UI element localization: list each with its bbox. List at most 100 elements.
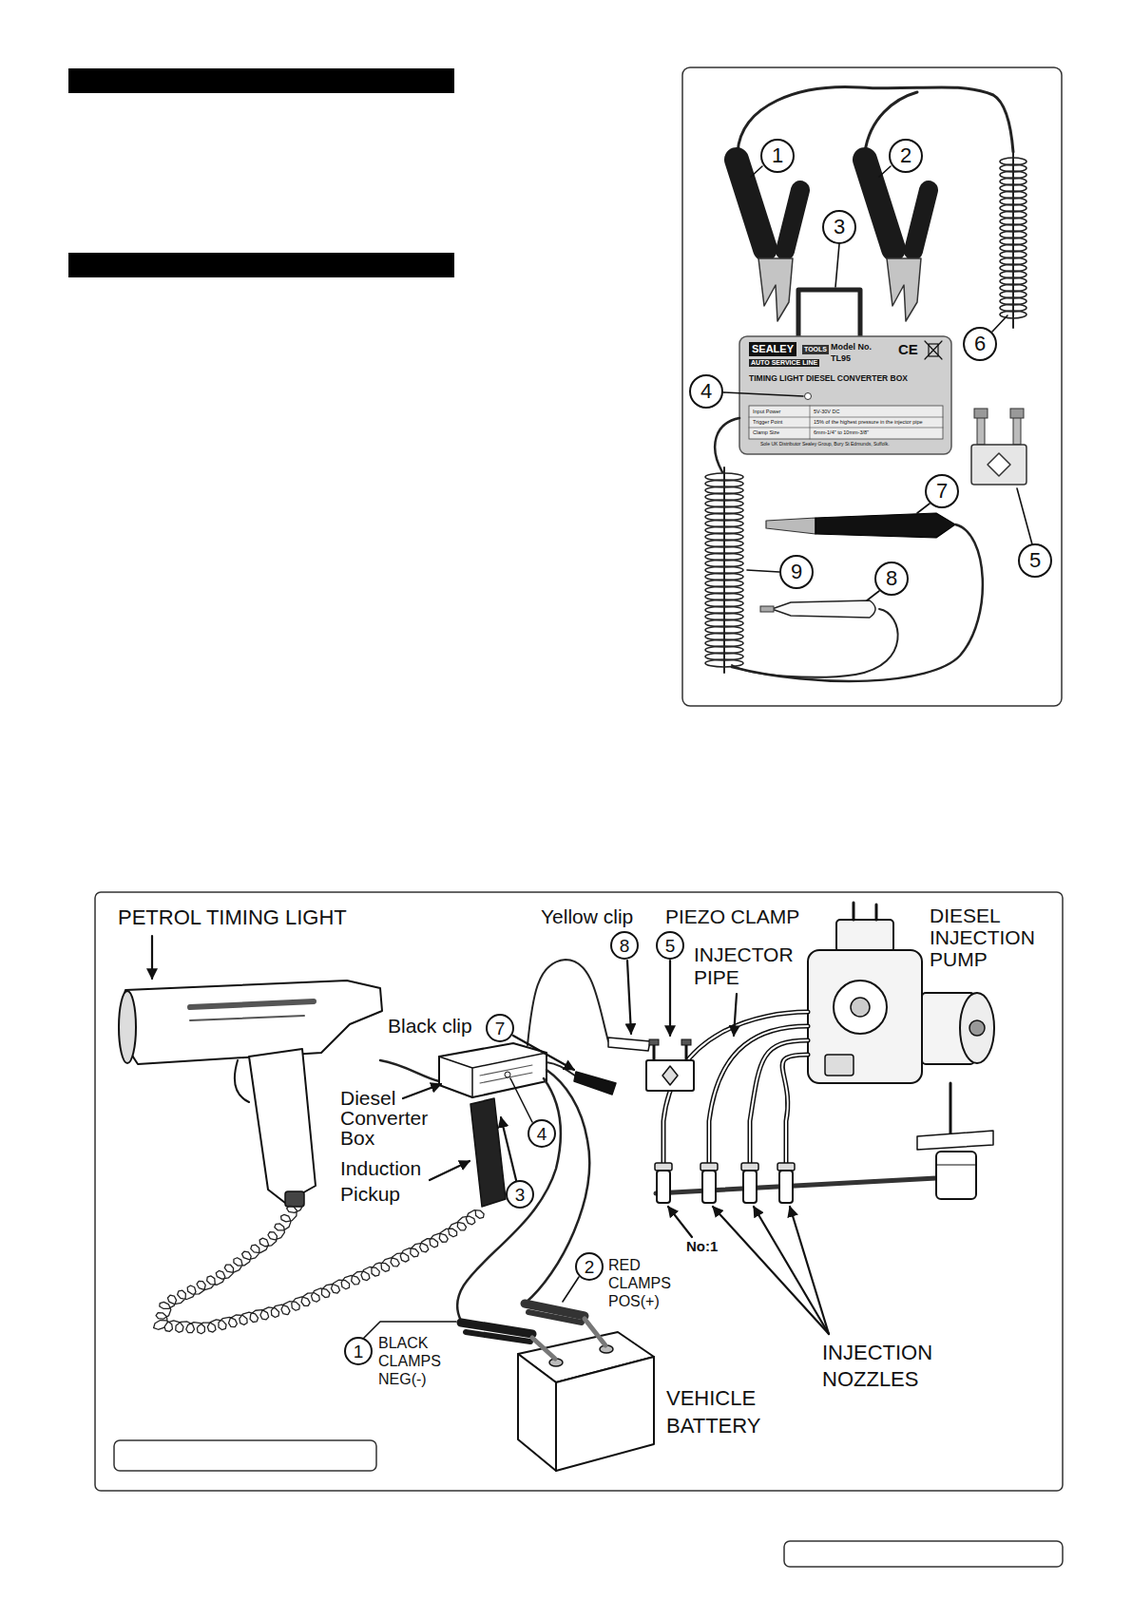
callout-text: 5 [665, 937, 676, 956]
product-name: TIMING LIGHT DIESEL CONVERTER BOX [748, 374, 908, 384]
signal-wire [731, 524, 983, 682]
callout-text: 5 [1029, 550, 1041, 572]
wire-coil [705, 659, 744, 668]
timing-light-lens [118, 991, 136, 1064]
injection-nozzle [656, 1170, 671, 1204]
callout-number: 2 [888, 138, 923, 173]
signal-wire [714, 418, 740, 473]
spec-table [748, 405, 943, 440]
clamp-handle [913, 190, 929, 251]
leader-arrow [500, 1117, 517, 1181]
box-print [479, 1073, 533, 1084]
nozzle-cap [700, 1163, 718, 1171]
callout-number: 2 [575, 1252, 604, 1282]
filter-bracket [917, 1131, 994, 1151]
coiled-cord [153, 1205, 485, 1335]
injector-pipe [782, 1055, 808, 1168]
clamp-handle [864, 159, 894, 250]
leader-line [750, 166, 763, 177]
timing-light-body [120, 980, 383, 1065]
battery-clamp-jaw [584, 1319, 606, 1346]
box-edge [439, 1053, 547, 1098]
leader-line [510, 1078, 533, 1123]
nozzle-number: No:1 [686, 1238, 718, 1255]
brand-logo: SEALEY [748, 342, 797, 357]
yellow-clip [608, 1037, 651, 1052]
callout-number: 8 [874, 561, 909, 596]
callout-text: 2 [584, 1258, 595, 1277]
callout-number: 7 [485, 1014, 515, 1043]
pump-detail [825, 1055, 854, 1076]
pump-stud [875, 904, 879, 921]
clamp-handle [736, 159, 766, 250]
empty-caption-box [114, 1440, 377, 1472]
clamp-jaw [758, 258, 793, 322]
wire-coil [999, 310, 1027, 319]
led-indicator [504, 1072, 511, 1078]
battery-clamp-handle [528, 1312, 582, 1324]
leader-line [866, 591, 880, 601]
induction-pickup [470, 1098, 506, 1208]
part-label: Yellow clip [540, 905, 634, 929]
model-label: Model No. [830, 342, 872, 352]
piezo-clamp [971, 444, 1027, 485]
yellow-clip [771, 600, 876, 618]
bolt-head [681, 1039, 691, 1046]
yellow-clip-wire [527, 959, 609, 1046]
heading-bar [68, 252, 455, 278]
leader-line [879, 166, 891, 177]
battery-clamp-jaw [532, 1338, 556, 1360]
callout-text: 1 [353, 1343, 365, 1362]
signal-wire [731, 609, 899, 678]
table-rule [748, 427, 943, 429]
callout-text: 2 [900, 145, 912, 167]
callout-text: 4 [700, 381, 712, 403]
part-label: DIESEL INJECTION PUMP [929, 904, 1058, 971]
leader-line [992, 315, 1008, 332]
callout-text: 4 [537, 1125, 548, 1144]
callout-text: 3 [515, 1186, 526, 1205]
leader-line [835, 244, 840, 288]
callout-text: 1 [771, 145, 784, 167]
clamp-bolt [685, 1043, 689, 1061]
part-label: PIEZO CLAMP [665, 905, 800, 929]
callout-text: 7 [495, 1019, 506, 1038]
model-number: TL95 [830, 353, 851, 364]
callout-text: 6 [974, 333, 986, 355]
weee-bin-symbol [924, 341, 942, 360]
empty-footer-box [784, 1541, 1063, 1568]
injector-pipe [749, 1040, 808, 1168]
spec-cell: 5V-30V DC [813, 408, 841, 415]
battery-side [556, 1357, 654, 1472]
leader-arrow [753, 1207, 829, 1335]
callout-number: 1 [344, 1337, 373, 1366]
led-indicator [805, 393, 812, 401]
injector-pipe [709, 1026, 808, 1168]
clamp-jaw [886, 258, 921, 322]
bolt-head [649, 1039, 659, 1046]
fuel-filter [936, 1151, 977, 1200]
clamp-bolt [1013, 416, 1021, 445]
black-clip [574, 1072, 616, 1095]
leader-line [1016, 488, 1033, 545]
leader-arrow [151, 936, 154, 979]
fuel-pipe [949, 1083, 953, 1137]
ce-mark: CE [898, 341, 919, 358]
converter-box [439, 1043, 547, 1098]
bolt-head [974, 408, 988, 419]
clamp-bore [662, 1066, 678, 1086]
heading-bar [68, 68, 455, 94]
injector-pipe [782, 1055, 808, 1168]
clip-tip [760, 606, 774, 613]
pump-cylinder-end [959, 993, 995, 1064]
diagram-frame [95, 892, 1063, 1492]
part-label: BLACK CLAMPS NEG(-) [378, 1334, 455, 1390]
callout-number: 7 [924, 474, 960, 509]
leader-line [723, 392, 804, 397]
table-rule [748, 417, 943, 419]
cable-strain-relief [285, 1191, 305, 1208]
leader-arrow [627, 960, 632, 1035]
callout-number: 9 [779, 555, 814, 590]
callout-text: 3 [833, 216, 845, 238]
callout-number: 5 [655, 931, 685, 960]
